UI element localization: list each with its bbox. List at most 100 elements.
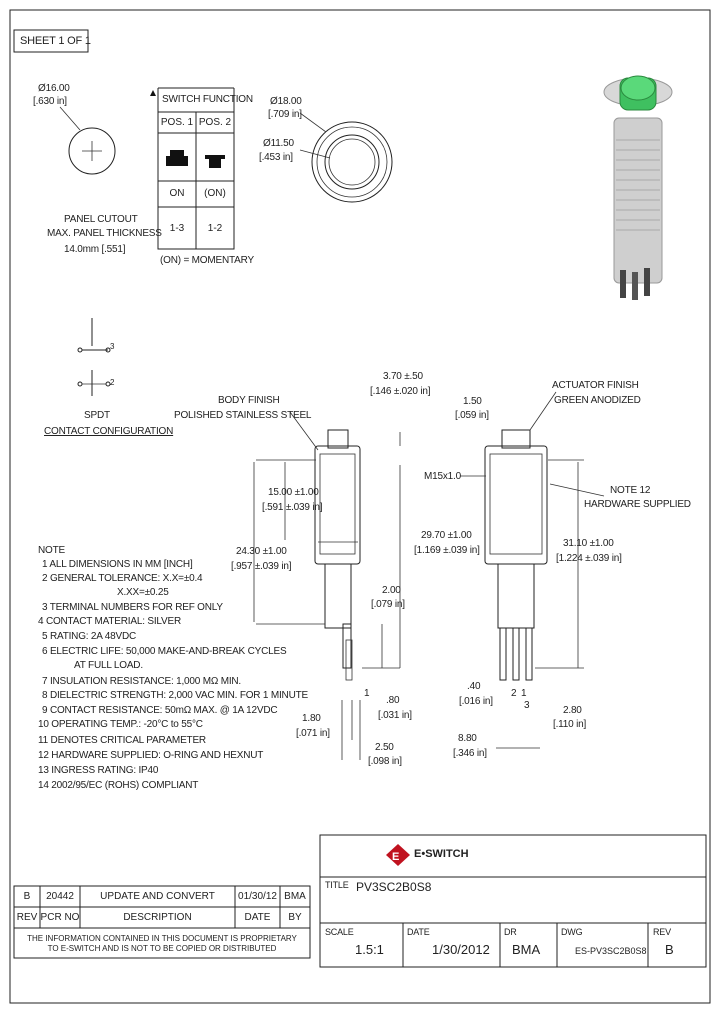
pos2-state: (ON) [204, 188, 226, 199]
dim-0-40: .40 [467, 681, 481, 692]
dim-1-80: 1.80 [302, 713, 321, 724]
spdt-schematic [77, 318, 111, 396]
dim-2-80-in: [.110 in] [553, 719, 587, 730]
dwg-number: ES-PV3SC2B0S8 [575, 946, 647, 956]
panel-cutout-drawing [59, 106, 116, 175]
notes-title: NOTE [38, 545, 65, 556]
front-dia-inner-in: [.453 in] [259, 152, 293, 163]
by-value: BMA [284, 891, 306, 902]
part-number: PV3SC2B0S8 [356, 880, 432, 894]
right-pin-2: 2 [511, 688, 517, 699]
panel-thickness-value: 14.0mm [.551] [64, 244, 126, 255]
note-item: 10 OPERATING TEMP.: -20°C to 55°C [38, 719, 203, 730]
pcr-value: 20442 [46, 891, 74, 902]
pcr-header: PCR NO [40, 912, 80, 923]
note-item: 13 INGRESS RATING: IP40 [38, 765, 159, 776]
date-label: DATE [407, 927, 430, 937]
switch-function-table [150, 87, 235, 250]
rev-header: REV [16, 912, 38, 923]
dim-2-00-in: [.079 in] [371, 599, 405, 610]
switch-function-title: SWITCH FUNCTION [162, 94, 253, 105]
right-pin-1: 1 [521, 688, 527, 699]
actuator-finish-label: ACTUATOR FINISH [552, 380, 639, 391]
front-dia-inner-mm: Ø11.50 [263, 138, 294, 149]
drawing-date: 1/30/2012 [432, 942, 490, 957]
note-item: 6 ELECTRIC LIFE: 50,000 MAKE-AND-BREAK C… [42, 646, 287, 657]
spdt-pin-3: 3 [110, 342, 115, 351]
rev-value: B [23, 891, 31, 902]
dim-15-00: 15.00 ±1.00 [268, 487, 319, 498]
contact-configuration-label: CONTACT CONFIGURATION [44, 426, 174, 437]
pos1-header: POS. 1 [160, 117, 194, 128]
dim-3-70-in: [.146 ±.020 in] [370, 386, 431, 397]
rev-label: REV [653, 927, 671, 937]
note-item: 4 CONTACT MATERIAL: SILVER [38, 616, 181, 627]
note-item: 2 GENERAL TOLERANCE: X.X=±0.4 [42, 573, 203, 584]
front-view-drawing [299, 112, 393, 203]
dim-31-10: 31.10 ±1.00 [563, 538, 614, 549]
dim-31-10-in: [1.224 ±.039 in] [556, 553, 622, 564]
note-item: 14 2002/95/EC (ROHS) COMPLIANT [38, 780, 199, 791]
pos2-header: POS. 2 [198, 117, 232, 128]
dim-0-40-in: [.016 in] [459, 696, 493, 707]
cutout-label: PANEL CUTOUT [64, 214, 138, 225]
desc-header: DESCRIPTION [123, 912, 192, 923]
pin-1-label: 1 [364, 688, 370, 699]
dim-8-80: 8.80 [458, 733, 477, 744]
pos1-circuit: 1-3 [169, 223, 185, 234]
note-item: 12 HARDWARE SUPPLIED: O-RING AND HEXNUT [38, 750, 264, 761]
dim-2-00: 2.00 [382, 585, 401, 596]
dwg-label: DWG [561, 927, 583, 937]
drawn-by: BMA [512, 942, 541, 957]
hardware-supplied-label: HARDWARE SUPPLIED [584, 499, 691, 510]
date-header: DATE [244, 912, 271, 923]
right-pin-3: 3 [524, 700, 530, 711]
scale-label: SCALE [325, 927, 354, 937]
pos1-state: ON [169, 188, 185, 199]
note-item: 7 INSULATION RESISTANCE: 1,000 MΩ MIN. [42, 676, 241, 687]
side-view-right [460, 391, 605, 749]
note-12-ref: NOTE 12 [610, 485, 651, 496]
dim-29-70: 29.70 ±1.00 [421, 530, 472, 541]
rev-letter: B [665, 942, 674, 957]
svg-text:E: E [392, 851, 399, 863]
note-item: 5 RATING: 2A 48VDC [42, 631, 137, 642]
date-value: 01/30/12 [238, 891, 277, 902]
dim-0-80-in: [.031 in] [378, 710, 412, 721]
desc-value: UPDATE AND CONVERT [100, 891, 215, 902]
proprietary-line-2: TO E-SWITCH AND IS NOT TO BE COPIED OR D… [47, 944, 277, 953]
side-view-left [253, 411, 401, 760]
title-block: E [319, 834, 707, 968]
note-item: AT FULL LOAD. [74, 660, 143, 671]
dim-2-50: 2.50 [375, 742, 394, 753]
dim-8-80-in: [.346 in] [453, 748, 487, 759]
momentary-note: (ON) = MOMENTARY [160, 255, 254, 266]
dim-3-70: 3.70 ±.50 [383, 371, 423, 382]
note-item: 3 TERMINAL NUMBERS FOR REF ONLY [42, 602, 223, 613]
revision-block [13, 885, 311, 959]
note-item: X.XX=±0.25 [117, 587, 169, 598]
body-finish-label: BODY FINISH [218, 395, 280, 406]
note-item: 9 CONTACT RESISTANCE: 50mΩ MAX. @ 1A 12V… [42, 705, 278, 716]
by-header: BY [288, 912, 302, 923]
brand-name: E•SWITCH [414, 848, 469, 860]
dim-1-50-in: [.059 in] [455, 410, 489, 421]
thread-spec: M15x1.0 [424, 471, 461, 482]
front-dia-outer-mm: Ø18.00 [270, 96, 302, 107]
scale-value: 1.5:1 [355, 942, 384, 957]
cutout-dia-in: [.630 in] [33, 96, 67, 107]
drawn-by-label: DR [504, 927, 517, 937]
dim-2-80: 2.80 [563, 705, 582, 716]
actuator-finish-value: GREEN ANODIZED [554, 395, 641, 406]
dim-0-80: .80 [386, 695, 400, 706]
cutout-dia-mm: Ø16.00 [38, 83, 70, 94]
dim-24-30: 24.30 ±1.00 [236, 546, 287, 557]
panel-thickness-label: MAX. PANEL THICKNESS [47, 228, 162, 239]
body-finish-value: POLISHED STAINLESS STEEL [174, 410, 312, 421]
dim-29-70-in: [1.169 ±.039 in] [414, 545, 480, 556]
pos2-circuit: 1-2 [207, 223, 223, 234]
proprietary-line-1: THE INFORMATION CONTAINED IN THIS DOCUME… [27, 934, 297, 943]
product-photo [603, 75, 673, 300]
sheet-label: SHEET 1 OF 1 [20, 35, 91, 47]
